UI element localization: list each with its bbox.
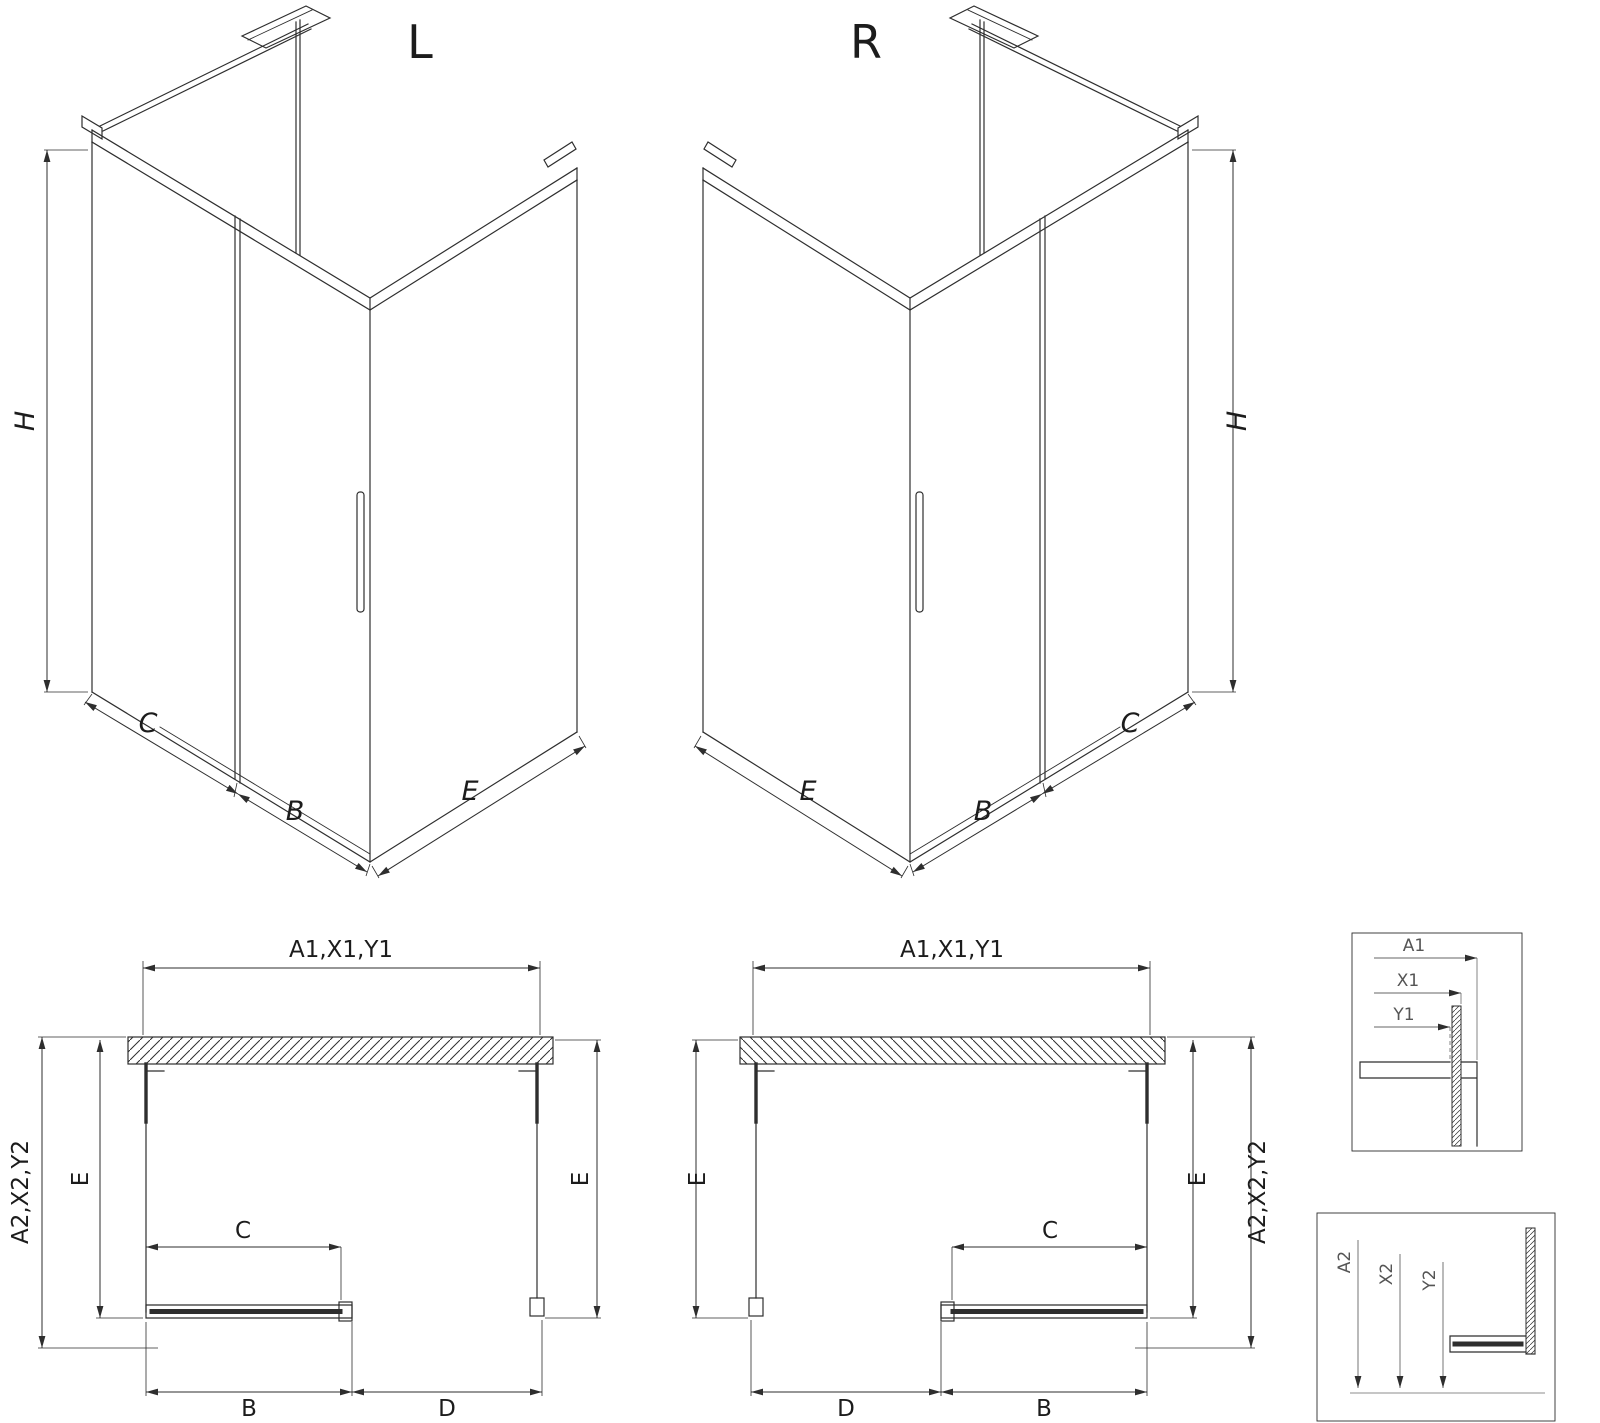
iso-right-title: R — [850, 15, 882, 69]
detail-dim-x1: X1 — [1397, 971, 1419, 991]
detail-dim-a2: A2 — [1335, 1251, 1355, 1273]
plan-left-dim-c: C — [235, 1218, 251, 1244]
detail-dim-a1: A1 — [1403, 936, 1425, 956]
iso-right-dim-h: H — [1222, 411, 1253, 431]
plan-right-dim-e-left: E — [685, 1172, 711, 1187]
plan-right-dim-b: B — [1036, 1396, 1052, 1422]
detail-dim-y1: Y1 — [1392, 1005, 1414, 1025]
iso-left-view: L H C B E — [10, 6, 586, 878]
plan-right-dim-depth: A2,X2,Y2 — [1245, 1140, 1271, 1244]
iso-right-dim-b: B — [974, 796, 993, 827]
detail-top-view: A1 X1 Y1 — [1351, 932, 1523, 1152]
iso-right-dim-e: E — [799, 776, 816, 807]
plan-right-dim-d: D — [837, 1396, 855, 1422]
plan-right-dim-c: C — [1042, 1218, 1058, 1244]
iso-left-dim-b: B — [286, 796, 305, 827]
detail-bottom-border — [1316, 1212, 1556, 1422]
detail-top-border — [1351, 932, 1523, 1152]
plan-left-dim-width: A1,X1,Y1 — [289, 937, 393, 963]
glass-section-hatched — [1525, 1227, 1536, 1355]
detail-bottom-view: A2 X2 Y2 — [1316, 1212, 1556, 1422]
plan-left-view: A1,X1,Y1 A2,X2,Y2 E E C B D — [8, 937, 601, 1422]
iso-right-dim-c: C — [1121, 708, 1140, 739]
detail-dim-y2: Y2 — [1420, 1269, 1440, 1291]
iso-left-dim-h: H — [10, 411, 41, 431]
plan-right-dim-e-right: E — [1185, 1172, 1211, 1187]
plan-left-dim-d: D — [438, 1396, 456, 1422]
iso-right-view: R H C B E — [694, 6, 1253, 878]
iso-left-dim-c: C — [139, 708, 158, 739]
iso-left-dim-e: E — [461, 776, 478, 807]
plan-left-dim-b: B — [241, 1396, 257, 1422]
plan-right-view: A1,X1,Y1 A2,X2,Y2 E E C B D — [685, 937, 1271, 1422]
plan-left-dim-depth: A2,X2,Y2 — [8, 1140, 34, 1244]
glass-section-hatched — [1451, 1005, 1462, 1147]
detail-dim-x2: X2 — [1377, 1263, 1397, 1285]
plan-left-dim-e-left: E — [68, 1172, 94, 1187]
plan-left-dim-e-right: E — [568, 1172, 594, 1187]
iso-left-title: L — [407, 15, 433, 69]
plan-right-dim-width: A1,X1,Y1 — [900, 937, 1004, 963]
